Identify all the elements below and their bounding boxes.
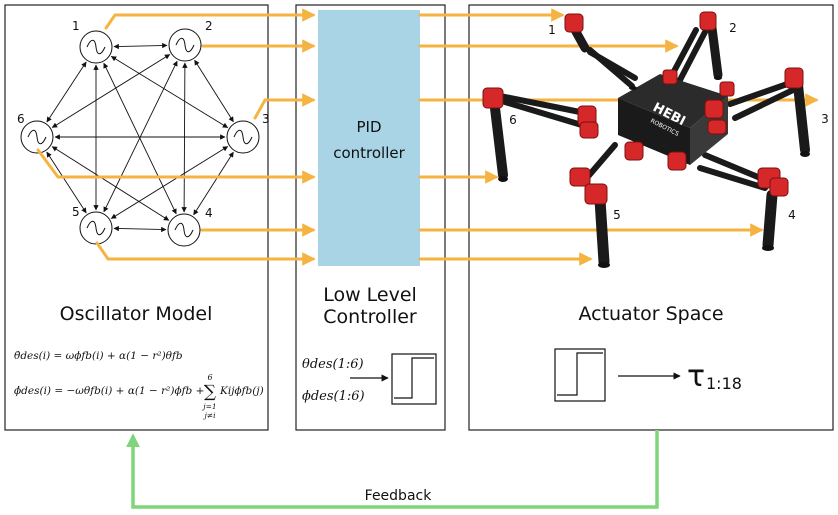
oscillator-node-label-6: 6 xyxy=(17,112,25,126)
oscillator-network-nodes: 1 2 3 4 5 6 xyxy=(17,19,270,247)
equation-sum-bottom-1: j=1 xyxy=(201,402,216,411)
controller-title-line1: Low Level xyxy=(323,284,417,306)
signal-arrow-6-in xyxy=(36,148,316,184)
controller-step-signal xyxy=(394,357,434,399)
coupling-edge-2-4 xyxy=(181,62,188,213)
actuator-panel xyxy=(468,4,834,431)
robot-leg-label-2: 2 xyxy=(729,21,737,35)
equation-sum-term: Kijϕfb(j) xyxy=(219,385,264,397)
oscillator-node-label-3: 3 xyxy=(262,112,270,126)
sine-wave-icon xyxy=(175,37,195,53)
hexapod-robot: HEBI ROBOTICS xyxy=(482,11,810,268)
sine-wave-icon xyxy=(86,39,106,55)
sine-wave-icon xyxy=(233,129,253,145)
coupling-edge-1-3 xyxy=(110,56,229,128)
oscillator-node-label-4: 4 xyxy=(205,206,213,220)
sine-wave-icon xyxy=(174,222,194,238)
oscillator-node-label-5: 5 xyxy=(72,205,80,219)
actuator-step-signal xyxy=(557,352,603,396)
coupling-edge-4-5 xyxy=(113,225,167,233)
actuator-title: Actuator Space xyxy=(578,303,723,325)
output-tau-subscript: 1:18 xyxy=(706,374,742,393)
controller-title-line2: Controller xyxy=(323,306,417,328)
robot-leg-label-5: 5 xyxy=(613,208,621,222)
sine-wave-icon xyxy=(86,220,106,236)
coupling-edge-2-5 xyxy=(103,60,178,213)
controller-panel xyxy=(295,4,446,431)
sine-wave-icon xyxy=(27,129,47,145)
equation-sum-symbol: ∑ xyxy=(204,382,216,402)
oscillator-title: Oscillator Model xyxy=(60,303,213,325)
controller-step-box xyxy=(391,353,437,405)
controller-input-phi: ϕdes(1:6) xyxy=(302,389,365,404)
robot-leg-label-3: 3 xyxy=(821,112,829,126)
pid-label-line1: PID xyxy=(356,118,381,136)
signal-arrow-3-in xyxy=(253,93,316,120)
coupling-edge-2-6 xyxy=(51,54,171,128)
coupling-edge-3-4 xyxy=(193,151,234,216)
signal-arrow-5-in xyxy=(95,241,316,266)
coupling-edge-1-2 xyxy=(113,42,168,50)
equation-sum-bottom-2: j≠i xyxy=(202,411,216,420)
actuator-step-box xyxy=(554,348,606,402)
coupling-edge-1-6 xyxy=(46,61,87,123)
feedback-label: Feedback xyxy=(365,488,433,504)
oscillator-network-edges xyxy=(46,42,234,233)
equation-sum-top: 6 xyxy=(207,373,212,382)
coupling-edge-5-6 xyxy=(46,151,87,214)
robot-leg-label-4: 4 xyxy=(788,208,796,222)
feedback-line xyxy=(126,430,659,509)
oscillator-panel xyxy=(4,4,269,431)
coupling-edge-4-6 xyxy=(51,146,170,221)
coupling-edge-2-3 xyxy=(194,59,234,123)
equation-theta: θ̇des(i) = ωϕfb(i) + α(1 − r²)θfb xyxy=(14,349,183,362)
oscillator-node-label-2: 2 xyxy=(205,19,213,33)
oscillator-node-label-1: 1 xyxy=(72,19,80,33)
controller-input-theta: θdes(1:6) xyxy=(302,357,364,372)
signal-arrow-1-in xyxy=(104,8,316,30)
equation-phi: ϕ̇des(i) = −ωθfb(i) + α(1 − r²)ϕfb + xyxy=(14,384,204,397)
robot-leg-label-6: 6 xyxy=(509,113,517,127)
output-tau: τ xyxy=(687,359,705,394)
pid-block xyxy=(318,10,420,266)
pid-label-line2: controller xyxy=(333,144,405,162)
robot-leg-label-1: 1 xyxy=(548,23,556,37)
